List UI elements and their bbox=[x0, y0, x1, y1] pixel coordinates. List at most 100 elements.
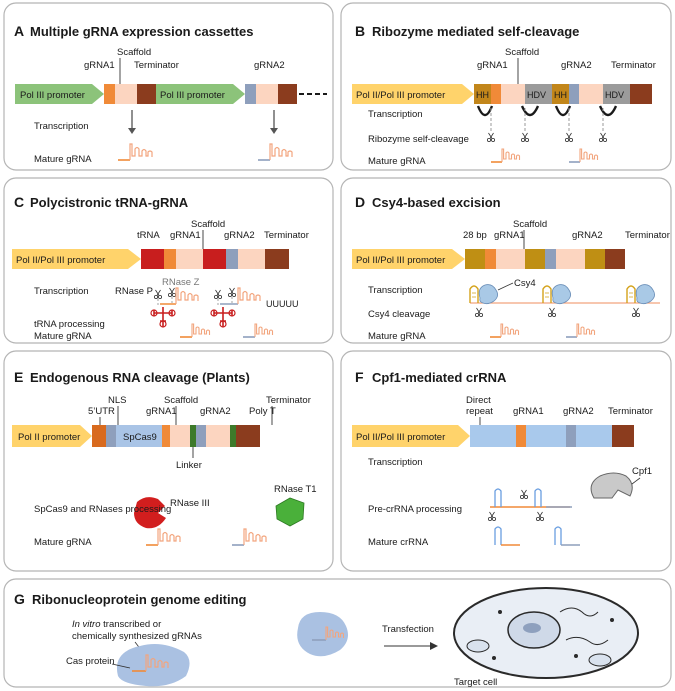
d-promoter bbox=[352, 249, 465, 269]
b-mature-label: Mature gRNA bbox=[368, 156, 426, 167]
a-scaffold2-block bbox=[256, 84, 278, 104]
b-hh-2: HH bbox=[554, 90, 567, 100]
c-polyu-label: UUUUU bbox=[266, 299, 299, 309]
panel-g: G Ribonucleoprotein genome editing In vi… bbox=[14, 587, 639, 688]
f-grna2-label: gRNA2 bbox=[563, 406, 594, 417]
d-promoter-label: Pol II/Pol III promoter bbox=[356, 255, 445, 266]
b-grna2-label: gRNA2 bbox=[561, 60, 592, 71]
a-promoter-1-label: Pol III promoter bbox=[20, 90, 85, 101]
f-cpf1-label: Cpf1 bbox=[632, 466, 652, 477]
panel-c-letter: C bbox=[14, 194, 24, 210]
c-transcription-label: Transcription bbox=[34, 286, 89, 297]
panel-f-title: Cpf1-mediated crRNA bbox=[372, 370, 507, 385]
g-invitro-italic: In vitro bbox=[72, 619, 101, 630]
e-scaffold-label: Scaffold bbox=[164, 395, 198, 406]
panel-f: F Cpf1-mediated crRNA Direct repeat gRNA… bbox=[352, 369, 653, 548]
a-grna1-label: gRNA1 bbox=[84, 60, 115, 71]
b-terminator-label: Terminator bbox=[611, 60, 656, 71]
b-scaffold-label: Scaffold bbox=[505, 47, 539, 58]
panel-a-border bbox=[3, 2, 334, 171]
d-grna1-label: gRNA1 bbox=[494, 230, 525, 241]
f-processing-label: Pre-crRNA processing bbox=[368, 504, 462, 515]
e-terminator-label: Terminator bbox=[266, 395, 311, 406]
c-scaffold-label: Scaffold bbox=[191, 219, 225, 230]
f-transcription-label: Transcription bbox=[368, 457, 423, 468]
panel-b: B Ribozyme mediated self-cleavage Scaffo… bbox=[352, 23, 656, 167]
a-transcription-label: Transcription bbox=[34, 121, 89, 132]
b-promoter-label: Pol II/Pol III promoter bbox=[356, 90, 445, 101]
g-target-label: Target cell bbox=[454, 677, 497, 688]
e-nls-label: NLS bbox=[108, 395, 126, 406]
f-repeat-label: repeat bbox=[466, 406, 493, 417]
c-promoter-label: Pol II/Pol III promoter bbox=[16, 255, 105, 266]
d-mature-grna1 bbox=[490, 323, 520, 338]
e-grna1-label: gRNA1 bbox=[146, 406, 177, 417]
g-transfection-label: Transfection bbox=[382, 624, 434, 635]
b-hdv-2: HDV bbox=[605, 90, 624, 100]
panel-e-letter: E bbox=[14, 369, 23, 385]
b-promoter bbox=[352, 84, 474, 104]
a-promoter-2-label: Pol III promoter bbox=[160, 90, 225, 101]
a-scaffold-block bbox=[115, 84, 137, 104]
e-linker-label: Linker bbox=[176, 460, 202, 471]
a-promoter-1 bbox=[15, 84, 104, 104]
f-promoter-label: Pol II/Pol III promoter bbox=[356, 432, 445, 443]
a-mature-label: Mature gRNA bbox=[34, 154, 92, 165]
panel-f-letter: F bbox=[355, 369, 364, 385]
d-grna2-label: gRNA2 bbox=[572, 230, 603, 241]
e-rnaseT1-shape bbox=[275, 497, 305, 527]
g-rnp-1 bbox=[116, 644, 190, 687]
b-transcription-label: Transcription bbox=[368, 109, 423, 120]
f-promoter bbox=[352, 425, 470, 447]
c-processing-label: tRNA processing bbox=[34, 319, 105, 330]
panel-b-title: Ribozyme mediated self-cleavage bbox=[372, 24, 579, 39]
panel-e-border bbox=[3, 350, 334, 572]
panel-d-title: Csy4-based excision bbox=[372, 195, 501, 210]
panel-d-letter: D bbox=[355, 194, 365, 210]
e-mature-grna1 bbox=[146, 528, 181, 546]
g-invitro-label: In vitro transcribed or bbox=[72, 619, 161, 630]
panel-a-title: Multiple gRNA expression cassettes bbox=[30, 24, 253, 39]
g-cas-label: Cas protein bbox=[66, 656, 115, 667]
panel-c-title: Polycistronic tRNA-gRNA bbox=[30, 195, 189, 210]
e-mature-label: Mature gRNA bbox=[34, 537, 92, 548]
panel-g-letter: G bbox=[14, 591, 25, 607]
c-rnase-z-label: RNase Z bbox=[162, 277, 200, 288]
e-processing-label: SpCas9 and RNases processing bbox=[34, 504, 171, 515]
a-mature-grna2 bbox=[258, 143, 293, 161]
e-rnaseT1-label: RNase T1 bbox=[274, 484, 317, 495]
b-cleavage-label: Ribozyme self-cleavage bbox=[368, 134, 469, 145]
d-scaffold-label: Scaffold bbox=[513, 219, 547, 230]
d-terminator-label: Terminator bbox=[625, 230, 670, 241]
g-rnp-2 bbox=[297, 612, 348, 657]
e-polyt-label: Poly T bbox=[249, 406, 276, 417]
panel-b-letter: B bbox=[355, 23, 365, 39]
a-mature-grna1 bbox=[118, 143, 153, 161]
panel-d: D Csy4-based excision Scaffold 28 bp gRN… bbox=[352, 194, 670, 342]
a-grna1-block bbox=[104, 84, 115, 104]
f-mature-crrna1 bbox=[494, 526, 520, 546]
g-invitro-rest: transcribed or bbox=[101, 619, 162, 630]
b-hdv-1: HDV bbox=[527, 90, 546, 100]
d-mature-label: Mature gRNA bbox=[368, 331, 426, 342]
a-terminator-block bbox=[137, 84, 156, 104]
g-chem-label: chemically synthesized gRNAs bbox=[72, 631, 202, 642]
c-grna1-label: gRNA1 bbox=[170, 230, 201, 241]
c-terminator-label: Terminator bbox=[264, 230, 309, 241]
panel-f-border bbox=[340, 350, 672, 572]
panel-g-border bbox=[3, 578, 672, 688]
d-cleavage-label: Csy4 cleavage bbox=[368, 309, 430, 320]
panel-c-border bbox=[3, 177, 334, 344]
e-mature-grna2 bbox=[232, 528, 267, 546]
a-grna2-label: gRNA2 bbox=[254, 60, 285, 71]
b-mature-grna1 bbox=[491, 148, 521, 163]
d-transcription-label: Transcription bbox=[368, 285, 423, 296]
b-hh-1: HH bbox=[476, 90, 489, 100]
f-cpf1-shape bbox=[590, 472, 633, 499]
c-promoter bbox=[12, 249, 141, 269]
e-grna2-label: gRNA2 bbox=[200, 406, 231, 417]
panel-g-title: Ribonucleoprotein genome editing bbox=[32, 592, 247, 607]
c-trna-label: tRNA bbox=[137, 230, 160, 241]
f-mature-crrna2 bbox=[554, 526, 580, 546]
